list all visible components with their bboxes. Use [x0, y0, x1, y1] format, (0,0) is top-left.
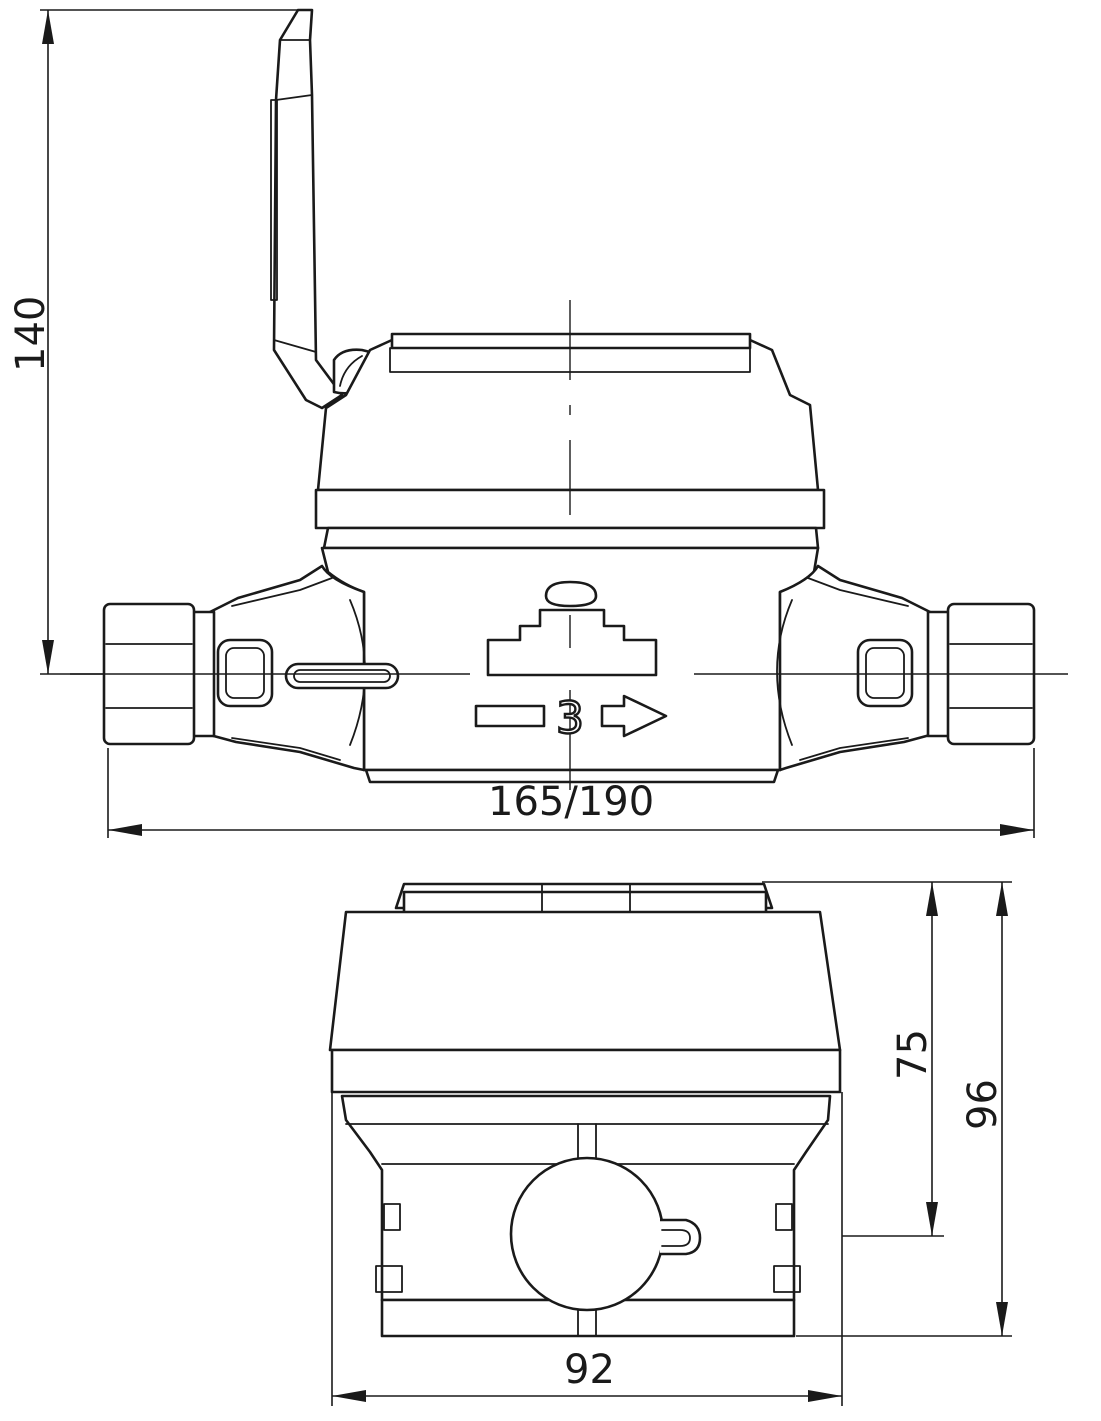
- meter-body: [208, 546, 932, 784]
- dimension-label-75: 75: [890, 1029, 936, 1080]
- dimension-label-92: 92: [564, 1347, 615, 1393]
- dimension-label-165-190: 165/190: [488, 779, 654, 825]
- dimension-label-140: 140: [8, 296, 54, 372]
- dimension-96: 96: [796, 881, 1012, 1337]
- end-view: [328, 882, 842, 1338]
- dimension-165-190: 165/190: [107, 748, 1035, 838]
- register-housing: [314, 332, 826, 550]
- dimension-label-96: 96: [960, 1079, 1006, 1130]
- front-view: 3: [70, 8, 1068, 790]
- dimension-92: 92: [331, 1092, 843, 1406]
- flow-class-marking: 3: [556, 693, 584, 744]
- dimension-75: 75: [762, 881, 944, 1237]
- dimension-140: 140: [8, 9, 300, 675]
- open-lid: [270, 8, 372, 410]
